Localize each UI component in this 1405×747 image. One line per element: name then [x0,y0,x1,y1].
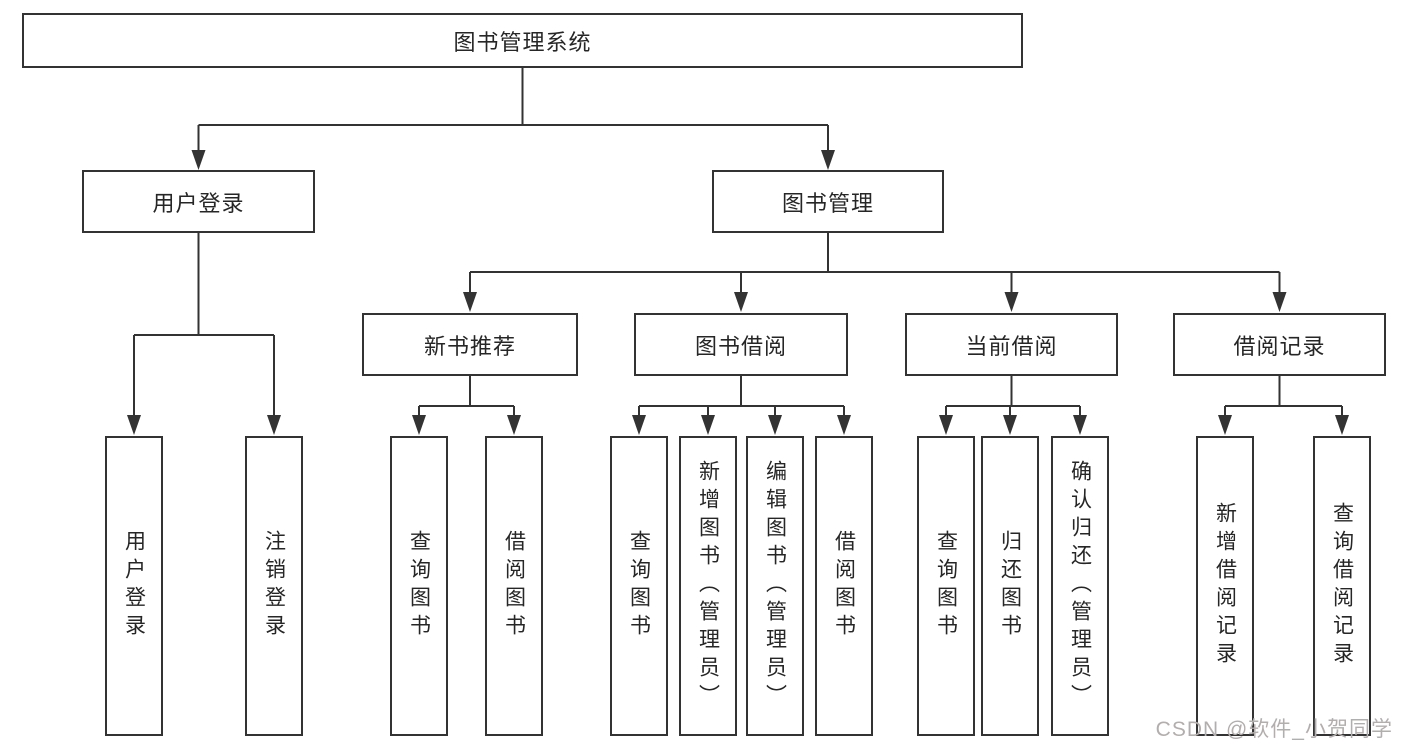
arrow-down-icon [1003,415,1017,435]
arrow-down-icon [768,415,782,435]
leaf-label: 新增借阅记录 [1213,502,1237,670]
leaf-label: 查询借阅记录 [1330,502,1354,670]
node-borrow-books-borrowing: 借阅图书 [815,436,873,736]
leaf-label: 确认归还（管理员） [1068,460,1092,712]
node-new-book-recommendation: 新书推荐 [362,313,578,376]
leaf-label: 编辑图书（管理员） [763,460,787,712]
arrow-down-icon [939,415,953,435]
arrow-down-icon [1004,292,1019,312]
node-query-borrow-record: 查询借阅记录 [1313,436,1371,736]
node-book-management: 图书管理 [712,170,944,233]
node-edit-books-admin: 编辑图书（管理员） [746,436,804,736]
node-borrowing-records: 借阅记录 [1173,313,1386,376]
arrow-down-icon [463,292,477,312]
node-query-books-current: 查询图书 [917,436,975,736]
node-user-login-leaf: 用户登录 [105,436,163,736]
node-confirm-return-admin: 确认归还（管理员） [1051,436,1109,736]
leaf-label: 查询图书 [627,530,651,642]
node-query-books-recommend: 查询图书 [390,436,448,736]
node-user-login: 用户登录 [82,170,315,233]
arrow-down-icon [127,415,141,435]
arrow-down-icon [1272,292,1287,312]
arrow-down-icon [632,415,646,435]
node-current-borrowing: 当前借阅 [905,313,1118,376]
connector-paths [133,68,1343,416]
arrow-down-icon [191,150,206,170]
node-logout: 注销登录 [245,436,303,736]
node-add-borrow-record: 新增借阅记录 [1196,436,1254,736]
node-add-books-admin: 新增图书（管理员） [679,436,737,736]
arrow-down-icon [507,415,521,435]
arrow-down-icon [1073,415,1087,435]
leaf-label: 借阅图书 [832,530,856,642]
arrow-down-icon [1335,415,1349,435]
leaf-label: 查询图书 [407,530,431,642]
arrow-down-icon [1218,415,1232,435]
arrow-down-icon [821,150,835,170]
leaf-label: 归还图书 [998,530,1022,642]
node-borrow-books-recommend: 借阅图书 [485,436,543,736]
leaf-label: 借阅图书 [502,530,526,642]
arrow-down-icon [267,415,281,435]
node-query-books-borrowing: 查询图书 [610,436,668,736]
node-book-borrowing: 图书借阅 [634,313,848,376]
arrow-down-icon [701,415,715,435]
arrow-down-icon [412,415,426,435]
watermark: CSDN @软件_小贺同学 [1155,718,1393,741]
arrow-down-icons [127,150,1349,435]
node-return-books: 归还图书 [981,436,1039,736]
arrow-down-icon [734,292,748,312]
leaf-label: 查询图书 [934,530,958,642]
leaf-label: 用户登录 [122,530,146,642]
node-library-management-system: 图书管理系统 [22,13,1023,68]
arrow-down-icon [837,415,851,435]
leaf-label: 注销登录 [262,530,286,642]
leaf-label: 新增图书（管理员） [696,460,720,712]
